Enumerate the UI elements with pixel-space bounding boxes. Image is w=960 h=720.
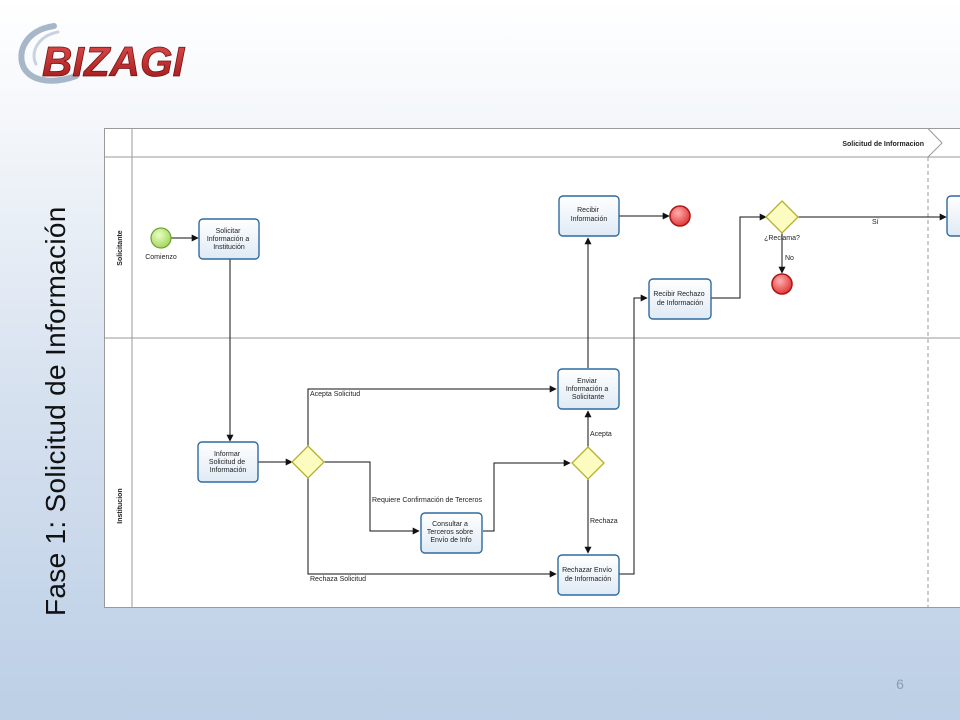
task-text: Recibir Rechazo — [653, 291, 704, 298]
task-text: Información a — [566, 386, 609, 393]
gateway-reclama — [765, 200, 799, 234]
task-text: Solicitante — [572, 394, 604, 401]
task-next-cutoff — [946, 195, 960, 237]
gateway-reclama-label: ¿Reclama? — [764, 235, 800, 242]
svg-text:Consultar a Terceros sob: Consultar a Terceros sobre Envío de Info — [427, 521, 475, 544]
svg-text:BIZAGI: BIZAGI — [42, 38, 186, 85]
slide-title: Fase 1: Solicitud de Información — [40, 206, 71, 616]
svg-text:Recibir Rechazo de Infor: Recibir Rechazo de Información — [653, 291, 706, 307]
task-enviar-informacion: Enviar Información a Solicitante — [557, 368, 620, 410]
task-text: Información a — [207, 236, 250, 243]
task-text: Solicitud de — [209, 459, 245, 466]
flow-label-no: No — [785, 255, 794, 262]
flow-requiere — [324, 461, 420, 535]
task-consultar-terceros: Consultar a Terceros sobre Envío de Info — [420, 512, 483, 554]
gateway-confirmacion — [571, 446, 605, 480]
svg-text:Enviar Información a: Enviar Información a Solicitante — [566, 378, 610, 401]
end-event-info-received — [669, 205, 691, 227]
flow-label-si: Sí — [872, 219, 879, 226]
lane-label-institucion: Institucion — [117, 488, 124, 523]
task-text: Enviar — [577, 378, 598, 385]
svg-text:Rechazar Envío de Inform: Rechazar Envío de Información — [562, 567, 614, 583]
task-text: de Información — [565, 576, 611, 583]
flow-label-rechaza-solicitud: Rechaza Solicitud — [310, 576, 366, 583]
task-text: Institución — [213, 244, 245, 251]
bizagi-logo: BIZAGI — [18, 23, 186, 85]
task-text: de Información — [657, 300, 703, 307]
flow-label-acepta-solicitud: Acepta Solicitud — [310, 391, 360, 398]
gateway-solicitud — [291, 445, 325, 479]
sequence-flows — [171, 212, 947, 578]
task-recibir-rechazo: Recibir Rechazo de Información — [648, 278, 712, 320]
task-rechazar-envio: Rechazar Envío de Información — [557, 554, 620, 596]
task-informar-solicitud: Informar Solicitud de Información — [197, 441, 259, 483]
flow-label-acepta: Acepta — [590, 431, 612, 438]
flow-label-requiere: Requiere Confirmación de Terceros — [372, 497, 482, 504]
task-text: Información — [210, 467, 247, 474]
flow-label-rechaza: Rechaza — [590, 518, 618, 525]
flow-consultar-to-gateway — [483, 459, 571, 532]
task-text: Envío de Info — [430, 537, 471, 544]
task-recibir-informacion: Recibir Información — [558, 195, 620, 237]
start-event-label: Comienzo — [145, 254, 177, 261]
task-text: Recibir — [577, 207, 599, 214]
task-text: Rechazar Envío — [562, 567, 612, 574]
task-text: Informar — [214, 451, 241, 458]
svg-text:Informar Solicitud de: Informar Solicitud de Información — [209, 451, 247, 474]
start-event — [150, 227, 172, 249]
task-text: Terceros sobre — [427, 529, 473, 536]
pool-title: Solicitud de Informacion — [842, 141, 924, 148]
svg-text:Recibir Información: Recibir Información — [571, 207, 608, 223]
task-text: Solicitar — [216, 228, 242, 235]
flow-rechazar-to-recibir-rechazo — [619, 294, 648, 575]
flow-recibir-rechazo-to-reclama — [711, 213, 767, 299]
pool — [104, 128, 960, 608]
task-text: Información — [571, 216, 608, 223]
bpmn-process-diagram: Solicitud de Informacion Solicitante Ins… — [104, 128, 960, 608]
task-solicitar-informacion: Solicitar Información a Institución — [198, 218, 260, 260]
lane-label-solicitante: Solicitante — [117, 230, 124, 266]
svg-text:Solicitar Información a: Solicitar Información a Institución — [207, 228, 251, 251]
flow-acepta-solicitud — [307, 385, 557, 446]
task-text: Consultar a — [432, 521, 468, 528]
end-event-no-claim — [771, 273, 793, 295]
flow-rechaza-solicitud — [307, 478, 557, 578]
page-number: 6 — [896, 676, 904, 692]
